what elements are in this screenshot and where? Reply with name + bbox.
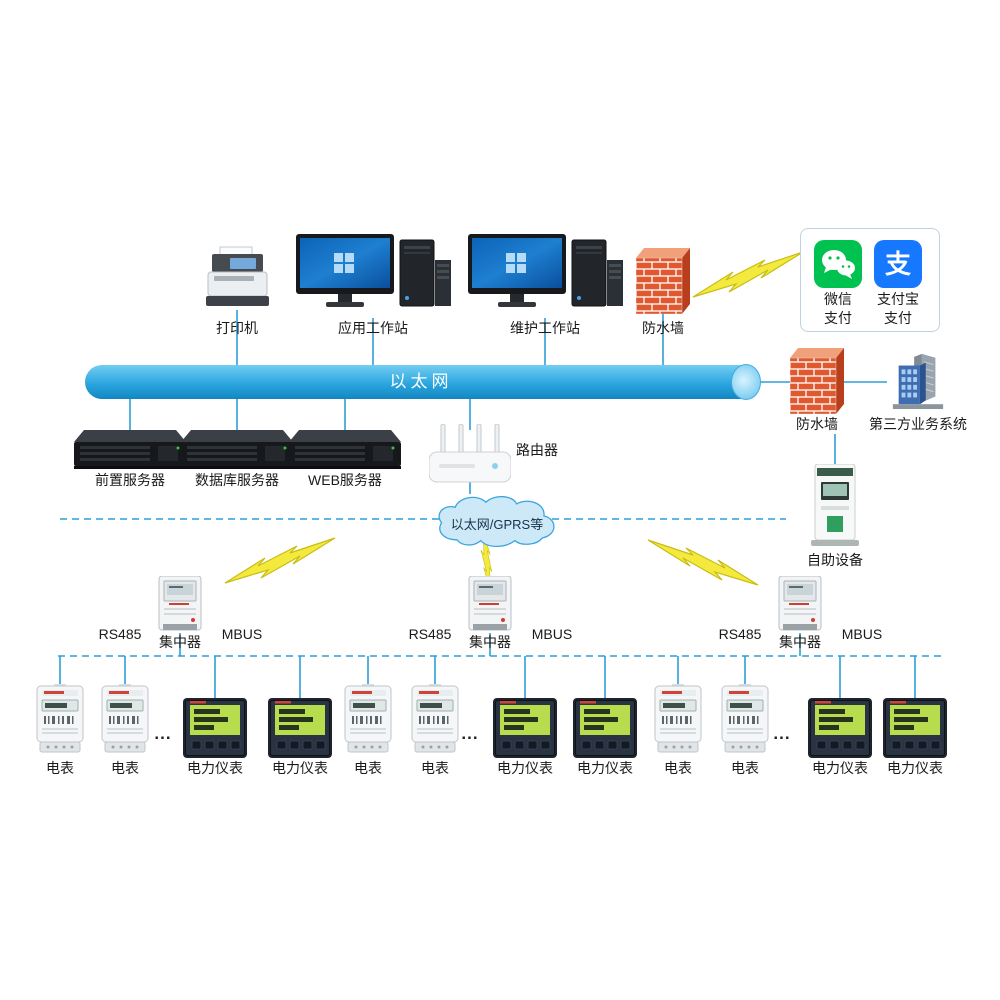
electric-meter-icon bbox=[99, 684, 151, 754]
meter-label: 电表 bbox=[354, 760, 382, 776]
meter-label: 电表 bbox=[664, 760, 692, 776]
meter-label: 电表 bbox=[731, 760, 759, 776]
power-meter-icon bbox=[808, 698, 872, 758]
mbus-label: MBUS bbox=[841, 626, 883, 642]
cloud-label: 以太网/GPRS等 bbox=[450, 517, 544, 532]
firewall-top-label: 防水墙 bbox=[642, 320, 684, 336]
ethernet-bus-label: 以太网 bbox=[389, 372, 453, 391]
printer-icon bbox=[206, 246, 269, 306]
rack-server-icon bbox=[181, 430, 293, 470]
building-icon bbox=[892, 353, 944, 410]
ellipsis: ... bbox=[154, 724, 172, 743]
concentrator-label: 集中器 bbox=[779, 634, 821, 650]
power-meter-label: 电力仪表 bbox=[577, 760, 633, 776]
lightning-bolt-icon bbox=[647, 539, 759, 586]
power-meter-label: 电力仪表 bbox=[887, 760, 943, 776]
concentrator-icon bbox=[157, 576, 203, 634]
power-meter-icon bbox=[883, 698, 947, 758]
kiosk-label: 自助设备 bbox=[807, 552, 863, 568]
workstation-icon bbox=[296, 234, 451, 318]
maintenance-workstation-label: 维护工作站 bbox=[510, 320, 580, 336]
concentrator-label: 集中器 bbox=[469, 634, 511, 650]
wifi-router-icon bbox=[429, 424, 511, 483]
mbus-label: MBUS bbox=[531, 626, 573, 642]
app-workstation-label: 应用工作站 bbox=[338, 320, 408, 336]
meter-label: 电表 bbox=[421, 760, 449, 776]
ethernet-bus-endcap bbox=[731, 364, 761, 400]
power-meter-icon bbox=[493, 698, 557, 758]
dashed-bus-lines bbox=[58, 518, 942, 657]
electric-meter-icon bbox=[342, 684, 394, 754]
meter-label: 电表 bbox=[111, 760, 139, 776]
electric-meter-icon bbox=[652, 684, 704, 754]
lightning-bolt-icon bbox=[692, 251, 804, 298]
power-meter-label: 电力仪表 bbox=[497, 760, 553, 776]
rack-server-icon bbox=[74, 430, 186, 470]
rs485-label: RS485 bbox=[98, 626, 142, 642]
workstation-icon bbox=[468, 234, 623, 318]
ellipsis: ... bbox=[773, 724, 791, 743]
electric-meter-icon bbox=[719, 684, 771, 754]
lightning-bolt-icon bbox=[224, 537, 336, 584]
self-service-kiosk-icon bbox=[811, 464, 859, 546]
rs485-label: RS485 bbox=[718, 626, 762, 642]
third-party-system-label: 第三方业务系统 bbox=[869, 416, 967, 432]
mbus-label: MBUS bbox=[221, 626, 263, 642]
firewall-brick-wall-icon bbox=[790, 348, 844, 414]
network-cloud-icon bbox=[438, 496, 555, 548]
meter-label: 电表 bbox=[46, 760, 74, 776]
alipay-label: 支付宝 支付 bbox=[877, 291, 919, 326]
concentrator-icon bbox=[467, 576, 513, 634]
ethernet-bus: 以太网 bbox=[85, 364, 761, 400]
wechat-pay-icon bbox=[814, 240, 862, 288]
concentrator-icon bbox=[777, 576, 823, 634]
concentrator-label: 集中器 bbox=[159, 634, 201, 650]
firewall-right-label: 防水墙 bbox=[796, 416, 838, 432]
router-label: 路由器 bbox=[516, 442, 558, 458]
ellipsis: ... bbox=[461, 724, 479, 743]
firewall-brick-wall-icon bbox=[636, 248, 690, 314]
solid-connector-lines bbox=[59, 310, 916, 700]
power-meter-label: 电力仪表 bbox=[812, 760, 868, 776]
web-server-label: WEB服务器 bbox=[308, 472, 382, 488]
printer-label: 打印机 bbox=[216, 320, 258, 336]
database-server-label: 数据库服务器 bbox=[195, 472, 279, 488]
power-meter-icon bbox=[268, 698, 332, 758]
power-meter-label: 电力仪表 bbox=[272, 760, 328, 776]
power-meter-icon bbox=[573, 698, 637, 758]
electric-meter-icon bbox=[34, 684, 86, 754]
alipay-icon: 支 bbox=[874, 240, 922, 288]
front-server-label: 前置服务器 bbox=[95, 472, 165, 488]
rs485-label: RS485 bbox=[408, 626, 452, 642]
power-meter-icon bbox=[183, 698, 247, 758]
wechat-pay-label: 微信 支付 bbox=[824, 291, 852, 326]
svg-text:支: 支 bbox=[885, 249, 911, 279]
rack-server-icon bbox=[289, 430, 401, 470]
power-meter-label: 电力仪表 bbox=[187, 760, 243, 776]
